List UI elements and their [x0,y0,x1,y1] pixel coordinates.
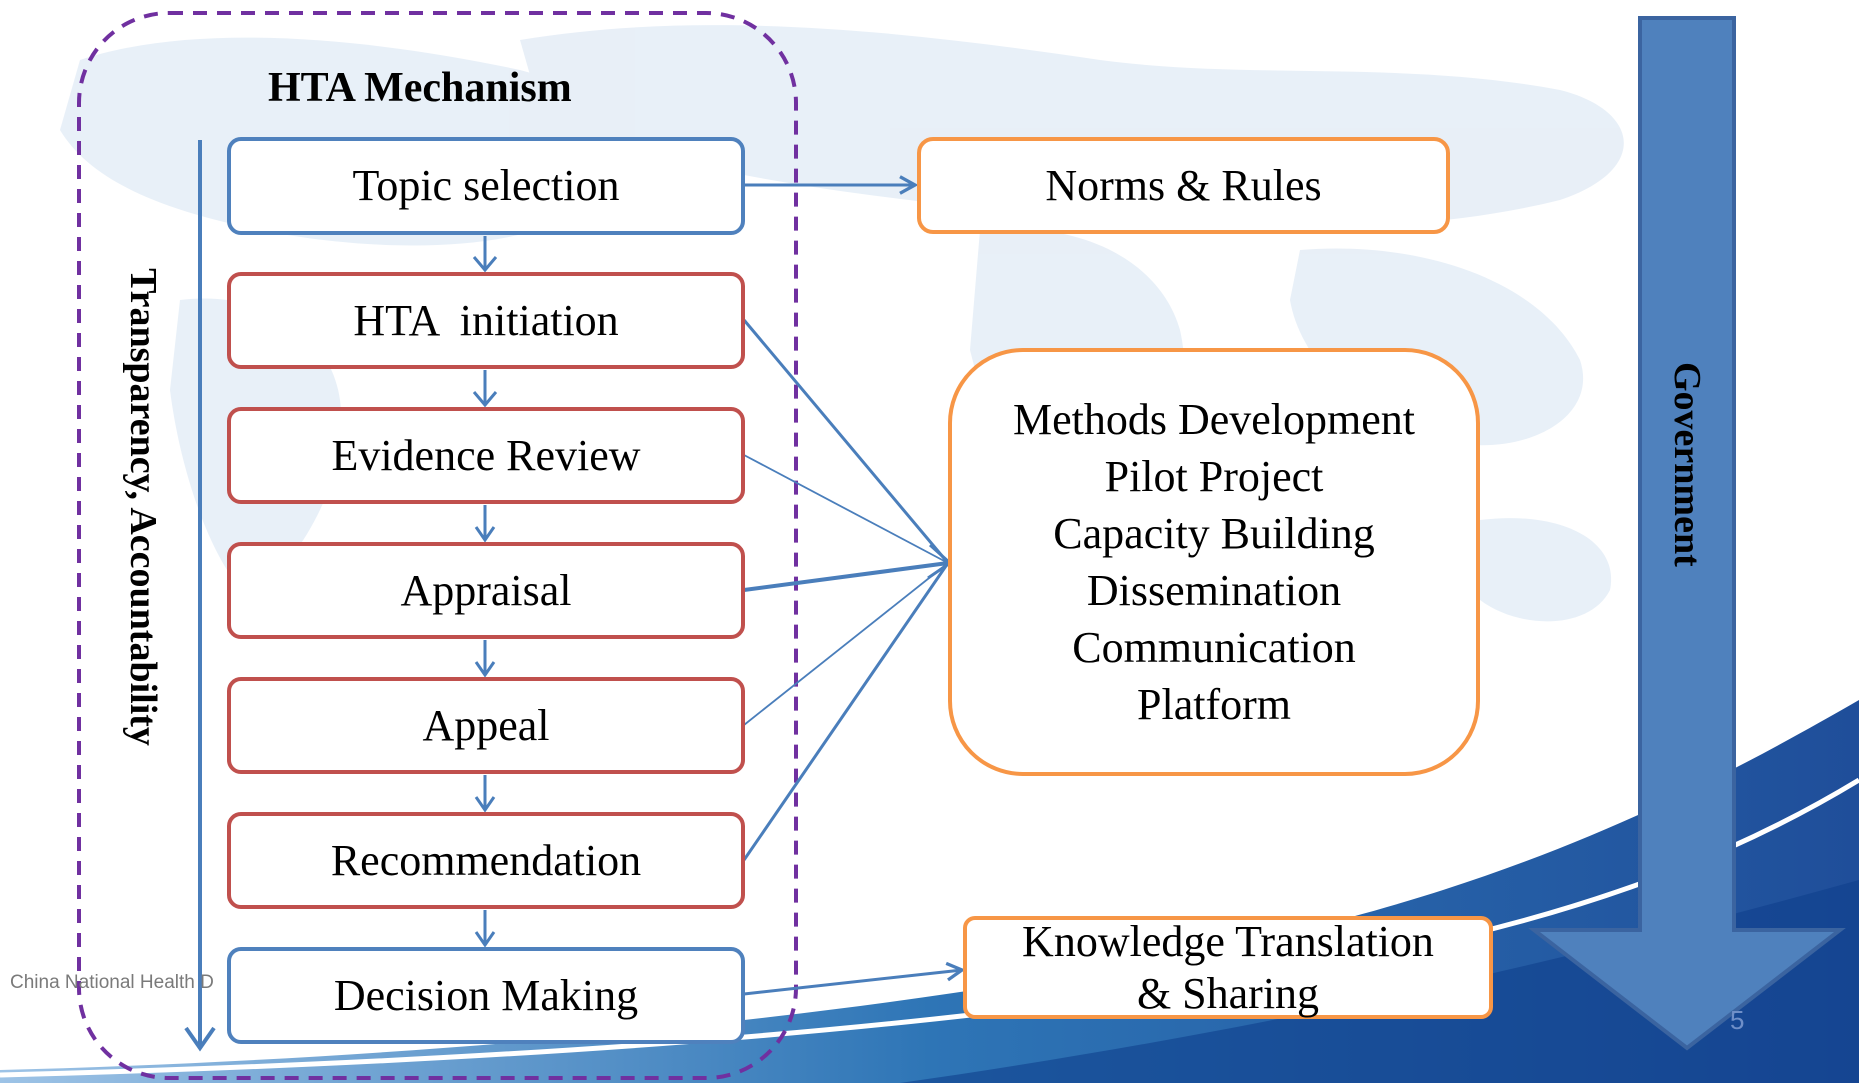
step-appraisal: Appraisal [227,542,745,639]
diagram-title: HTA Mechanism [268,65,572,111]
activity-item: Platform [1137,680,1291,729]
page-number: 5 [1730,1005,1745,1035]
hta-mechanism-container [77,11,798,1080]
connector-appraisal [743,561,949,592]
step-decision-making: Decision Making [227,947,745,1044]
knowledge-translation-box: Knowledge Translation & Sharing [963,916,1493,1019]
activity-item: Methods Development [1012,395,1416,444]
transparency-arrow [184,140,216,1052]
activities-box: Methods Development Pilot Project Capaci… [948,348,1480,776]
government-label: Government [1666,362,1708,567]
activity-item: Capacity Building [1053,509,1375,558]
step-recommendation: Recommendation [227,812,745,909]
step-evidence-review: Evidence Review [227,407,745,504]
connector-recommendation [742,562,950,861]
activity-item: Communication [1072,623,1356,672]
step-appeal: Appeal [227,677,745,774]
activity-item: Dissemination [1086,566,1342,615]
government-arrow [1528,16,1846,1051]
connector-evidence [743,454,949,564]
knowledge-line-1: Knowledge Translation [1022,916,1434,966]
step-arrows [472,236,498,948]
step-hta-initiation: HTA initiation [227,272,745,369]
knowledge-line-2: & Sharing [1136,968,1320,1018]
footer-organization: China National Health D [10,972,214,993]
side-label: Transparency, Accountability [122,268,164,746]
connectors [742,185,962,996]
connector-initiation [742,319,950,564]
activity-item: Pilot Project [1104,452,1324,501]
connector-decision-to-knowledge [743,970,962,996]
connector-appeal [743,562,949,726]
norms-rules-box: Norms & Rules [917,137,1450,234]
step-topic-selection: Topic selection [227,137,745,235]
